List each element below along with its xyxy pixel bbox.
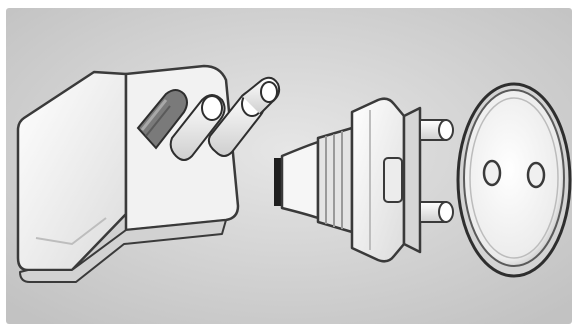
wall-socket bbox=[458, 84, 570, 276]
plug-pin-lower bbox=[420, 202, 453, 222]
plug-pin-upper bbox=[420, 120, 453, 140]
plug-adapter-illustration bbox=[6, 8, 572, 324]
illustration-panel bbox=[6, 8, 572, 324]
socket-hole-left bbox=[484, 161, 500, 185]
socket-hole-right bbox=[528, 163, 544, 187]
